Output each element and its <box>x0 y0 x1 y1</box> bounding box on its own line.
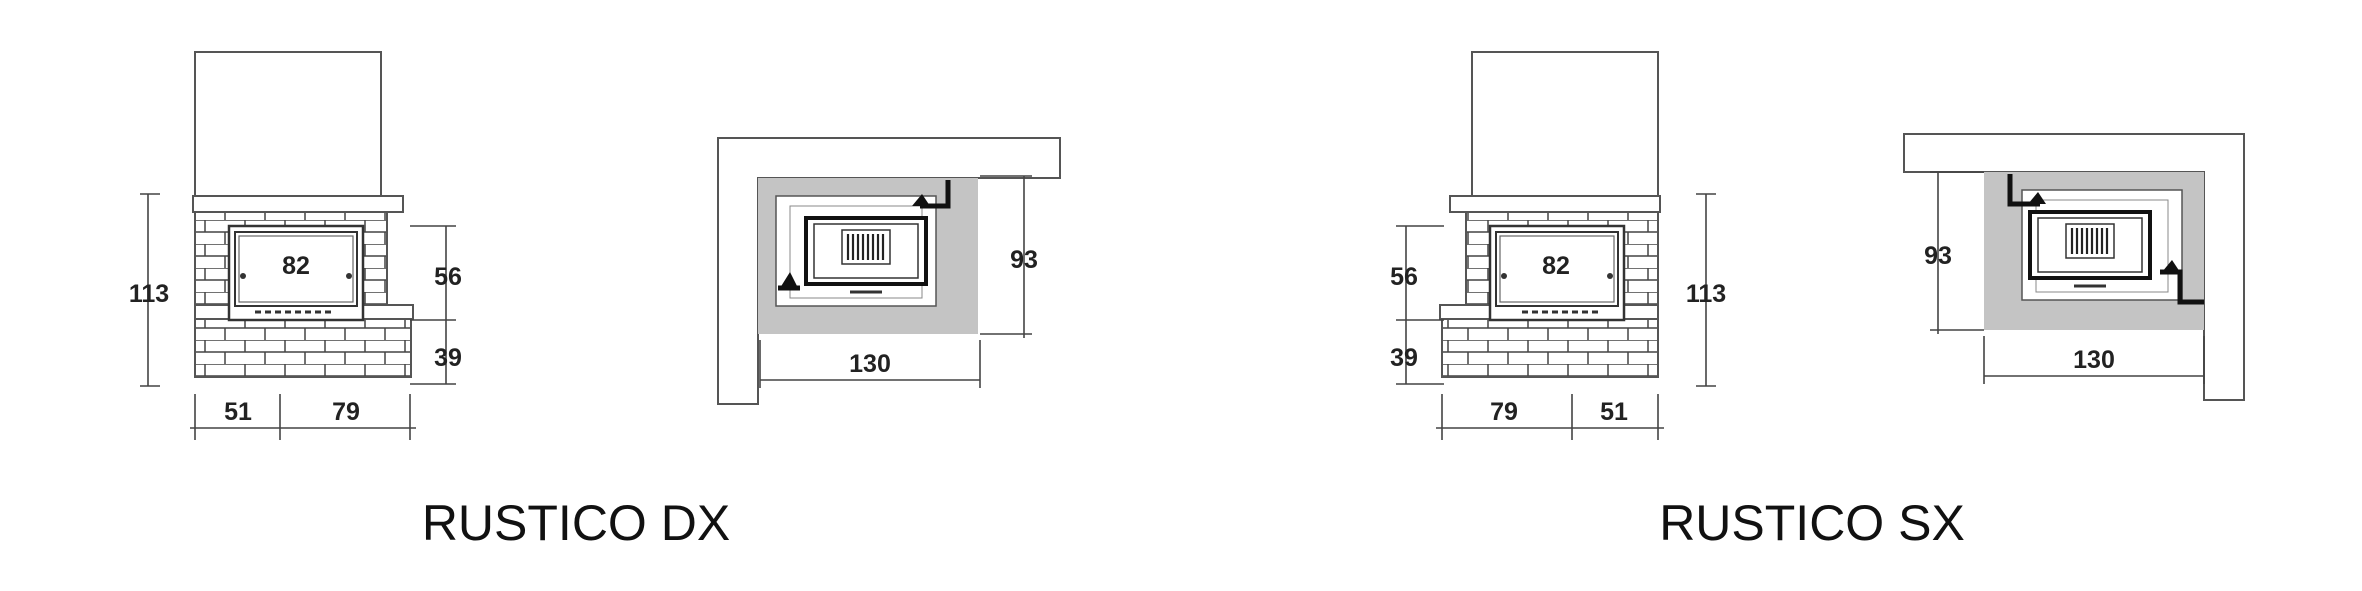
front-elevation-sx <box>1396 50 1716 440</box>
sx-opening-height-label: 56 <box>1390 263 1418 291</box>
dx-plan-depth-label: 93 <box>1010 246 1038 274</box>
sx-left-width-label: 79 <box>1490 398 1518 426</box>
dx-opening-width-label: 82 <box>282 252 310 280</box>
front-elevation-dx <box>140 50 456 440</box>
dx-height-label: 113 <box>129 280 169 308</box>
dx-left-width-label: 51 <box>224 398 252 426</box>
plan-view-sx <box>1903 133 2245 401</box>
plan-view-dx <box>717 137 1061 405</box>
title-rustico-sx: RUSTICO SX <box>1659 495 1965 551</box>
sx-plan-depth-label: 93 <box>1924 242 1952 270</box>
dx-right-width-label: 79 <box>332 398 360 426</box>
sx-opening-width-label: 82 <box>1542 252 1570 280</box>
sx-base-height-label: 39 <box>1390 344 1418 372</box>
title-rustico-dx: RUSTICO DX <box>422 495 730 551</box>
dx-base-height-label: 39 <box>434 344 462 372</box>
dx-opening-height-label: 56 <box>434 263 462 291</box>
dx-plan-width-label: 130 <box>849 350 891 378</box>
sx-plan-width-label: 130 <box>2073 346 2115 374</box>
sx-height-label: 113 <box>1686 280 1726 308</box>
sx-right-width-label: 51 <box>1600 398 1628 426</box>
